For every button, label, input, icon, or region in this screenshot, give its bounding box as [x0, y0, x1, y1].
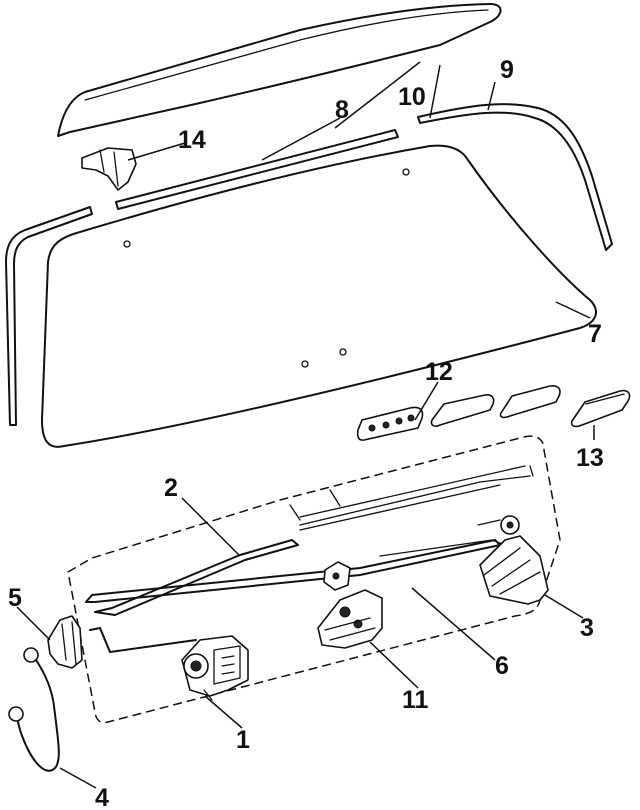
leader-lines [16, 61, 595, 789]
callout-3: 3 [580, 614, 594, 642]
left-latch [181, 635, 249, 701]
callout-8: 8 [335, 96, 349, 124]
callout-1: 1 [236, 726, 250, 754]
callout-14: 14 [178, 126, 206, 154]
callout-4: 4 [95, 784, 109, 810]
tailgate-outline [67, 435, 561, 724]
callout-6: 6 [495, 652, 509, 680]
callout-2: 2 [164, 474, 178, 502]
callout-9: 9 [500, 56, 514, 84]
right-weatherstrip [417, 103, 613, 251]
callout-10: 10 [398, 83, 426, 111]
callout-5: 5 [8, 584, 22, 612]
upper-moulding [115, 129, 399, 210]
callout-12: 12 [425, 358, 453, 386]
callout-11: 11 [402, 686, 429, 714]
top-hinge-bracket [81, 147, 137, 191]
right-latch [477, 515, 549, 605]
spoiler-panel [57, 3, 502, 137]
left-weatherstrip [5, 206, 93, 426]
center-lock [317, 561, 383, 649]
release-rod [94, 475, 531, 616]
callouts: 10 9 8 14 7 12 13 2 5 3 6 11 1 4 [8, 56, 604, 810]
callout-7: 7 [588, 320, 602, 348]
support-cable [8, 647, 60, 772]
callout-13: 13 [576, 444, 604, 472]
handle-bezel [570, 389, 631, 428]
tailgate-hinge [47, 615, 83, 669]
tailgate-upper-bar [299, 465, 534, 518]
handle-pads [356, 385, 561, 441]
rear-glass [41, 144, 597, 448]
